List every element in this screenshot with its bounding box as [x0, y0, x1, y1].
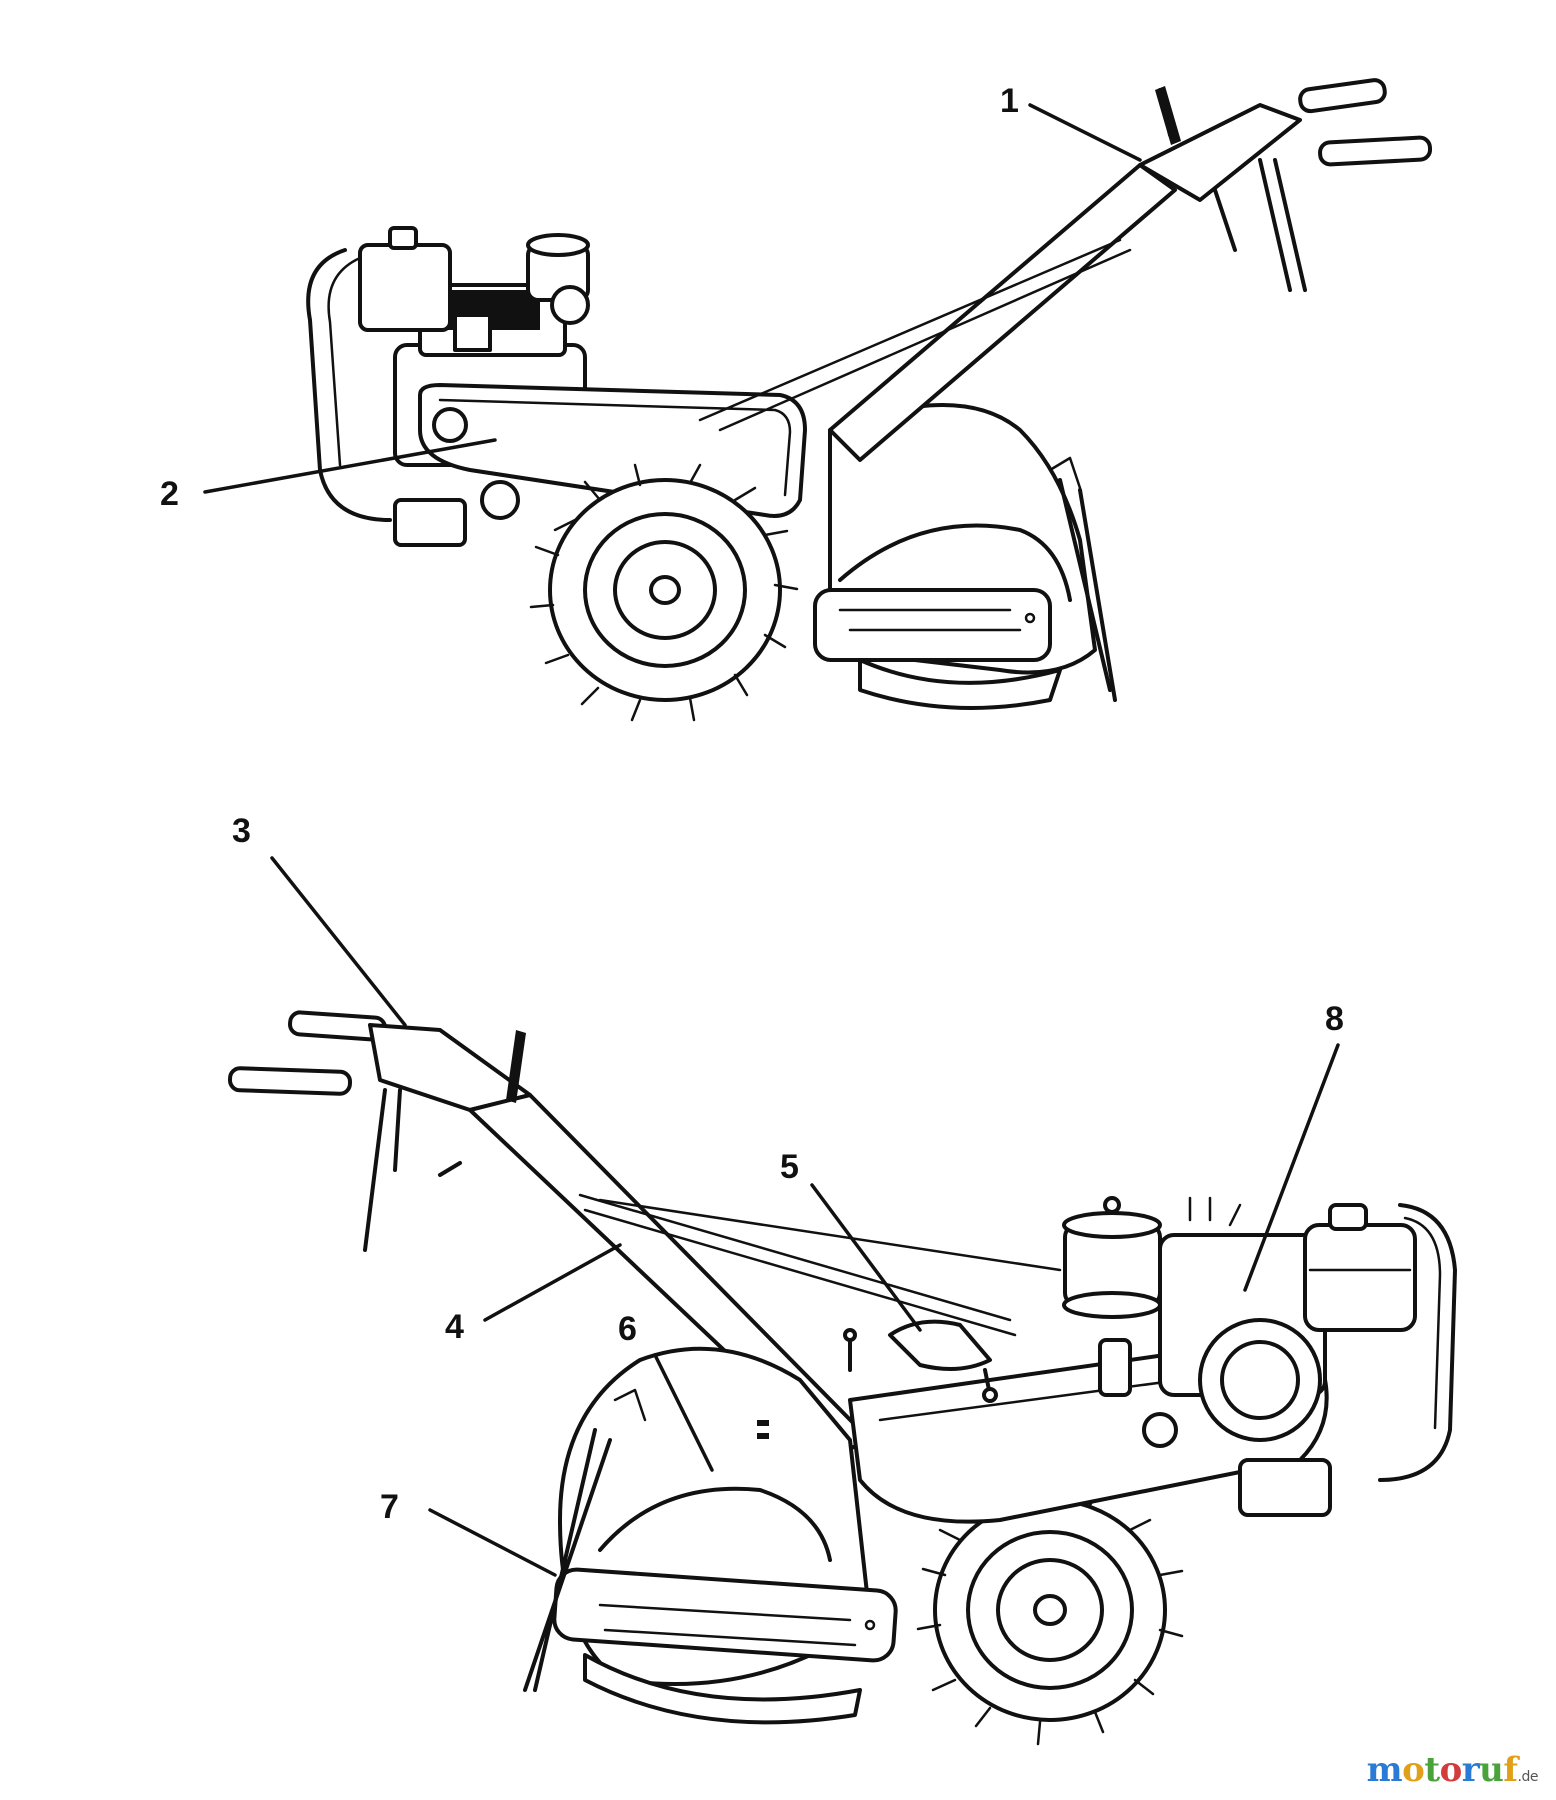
callout-8: 8 — [1325, 1000, 1344, 1038]
callout-labels: 1 2 3 4 5 6 7 8 — [160, 82, 1344, 1526]
callout-4: 4 — [445, 1308, 464, 1346]
watermark-suffix: .de — [1517, 1769, 1539, 1785]
engine-bottom — [1062, 1196, 1457, 1517]
leader-6 — [653, 1353, 714, 1472]
leader-2 — [203, 438, 497, 494]
callout-6: 6 — [618, 1310, 637, 1348]
handlebar — [698, 78, 1433, 462]
tiller-bottom-view — [227, 1010, 1457, 1746]
tine-hood — [813, 403, 1117, 710]
callout-5: 5 — [780, 1148, 799, 1186]
leader-7 — [428, 1508, 557, 1577]
tine-hood-bottom — [523, 1346, 898, 1725]
tiller-top-view — [306, 78, 1433, 722]
belt-cover — [418, 383, 807, 520]
leader-4 — [483, 1243, 622, 1322]
control-levers — [843, 1319, 998, 1403]
callout-7: 7 — [380, 1488, 399, 1526]
leader-1 — [1028, 103, 1142, 162]
leader-3 — [270, 856, 407, 1027]
leader-5 — [810, 1183, 922, 1332]
watermark-logo: motoruf.de — [1366, 1750, 1539, 1790]
leader-8 — [1243, 1043, 1340, 1292]
wheel — [529, 463, 799, 722]
callout-1: 1 — [1000, 82, 1019, 120]
leader-lines — [203, 103, 1340, 1577]
callout-2: 2 — [160, 475, 179, 513]
callout-3: 3 — [232, 812, 251, 850]
